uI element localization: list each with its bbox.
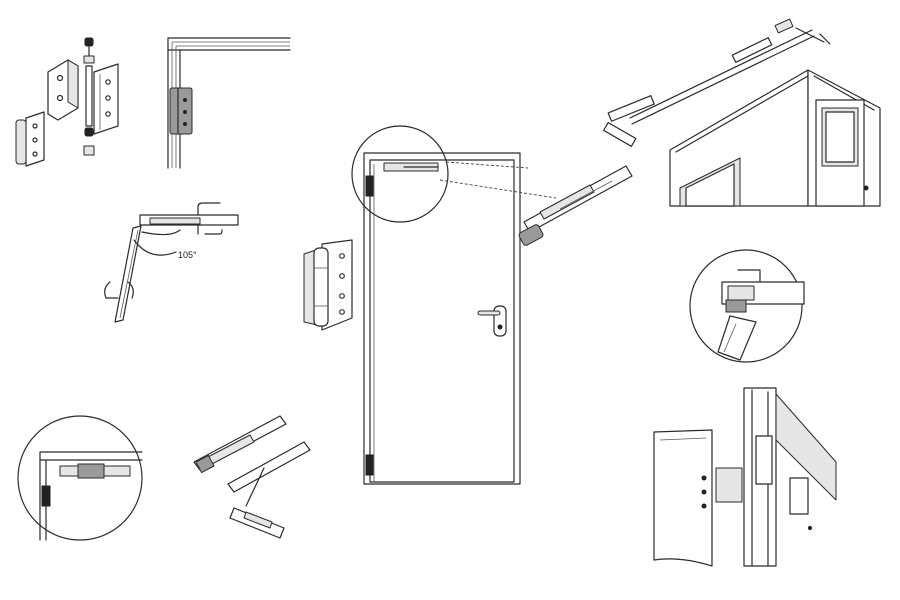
zoom-circle-bottom <box>17 415 143 541</box>
angle-label: 105° <box>178 250 197 260</box>
opening-angle-closer-icon: 105° <box>104 202 239 323</box>
exploded-hinge-icon <box>15 37 119 167</box>
frame-profile-icon <box>653 387 837 567</box>
overhead-arm-icon <box>603 18 831 147</box>
zoom-circle-right <box>689 249 805 363</box>
room-corner-icon <box>669 69 881 207</box>
closer-bodies-icon <box>193 415 311 539</box>
frame-corner-hinge-icon <box>167 37 291 169</box>
door-front-view <box>363 152 521 485</box>
closer-arm-icon <box>518 165 633 246</box>
zoom-circle-top <box>351 125 557 223</box>
hinge-detail-icon <box>303 239 353 331</box>
door-handle-icon <box>477 305 507 337</box>
